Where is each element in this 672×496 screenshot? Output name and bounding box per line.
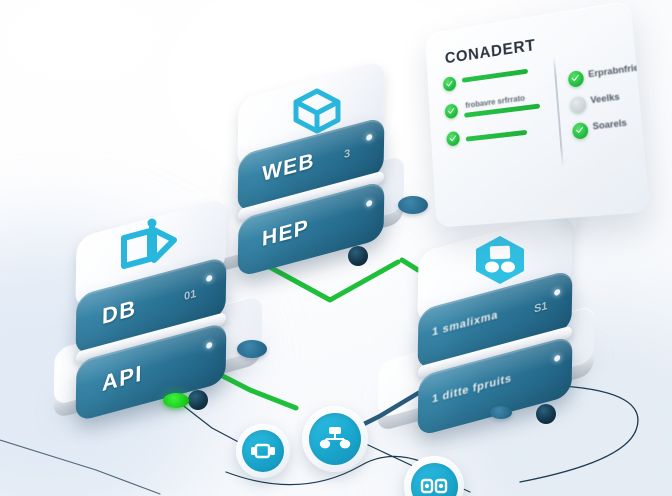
- status-card[interactable]: CONADERT frobavre srfrrato Erprabnfrief: [424, 0, 651, 228]
- cube-icon: [290, 86, 344, 141]
- database-flag-icon: [116, 218, 178, 279]
- node-center-lower-label: HEP: [261, 215, 310, 252]
- node-left-disc: [237, 340, 267, 358]
- node-center-led-lower: [366, 199, 373, 208]
- card-divider: [552, 56, 564, 168]
- node-center-number: 3: [343, 147, 351, 162]
- node-left-number: 01: [183, 287, 197, 304]
- check-icon: [446, 130, 461, 147]
- network-switch-icon: [251, 443, 275, 459]
- hex-container-icon: [472, 234, 528, 291]
- node-center-port: [348, 246, 368, 266]
- hub-center[interactable]: [302, 406, 368, 472]
- node-left-port: [188, 390, 208, 410]
- node-right-lower-label: 1 ditte fpruits: [431, 372, 512, 406]
- node-center-led-upper: [366, 133, 373, 142]
- node-center-upper-label: WEB: [261, 148, 316, 187]
- link-hub-left-to-left-platform: [175, 399, 247, 447]
- progress-bar: [461, 68, 529, 83]
- link-bottom-left-tail: [0, 439, 161, 495]
- card-right-label: Soarels: [592, 117, 628, 133]
- link-center-to-right-node: [399, 257, 421, 273]
- node-right-number: S1: [533, 299, 548, 316]
- check-icon: [567, 69, 585, 88]
- node-right-disc: [490, 406, 512, 419]
- hub-left[interactable]: [236, 424, 290, 478]
- progress-bar: [465, 129, 528, 142]
- node-right-led-upper: [554, 288, 561, 297]
- status-dot-left-platform: [163, 393, 189, 408]
- node-left-led-upper: [206, 274, 213, 283]
- pending-icon: [569, 95, 587, 114]
- check-icon: [442, 76, 457, 92]
- card-right-column: Erprabnfrief Veelks Soarels: [567, 61, 643, 148]
- node-right-led-lower: [554, 354, 561, 363]
- node-right-upper-label: 1 smalixma: [431, 309, 499, 339]
- node-left-led-lower: [206, 341, 213, 350]
- card-title: CONADERT: [444, 35, 537, 68]
- node-left-lower-label: API: [101, 360, 143, 397]
- hub-center-ring: [309, 413, 361, 465]
- card-left-column: frobavre srfrrato: [442, 62, 549, 158]
- check-icon: [571, 121, 589, 140]
- node-left-upper-label: DB: [101, 294, 137, 330]
- hub-left-ring: [242, 430, 284, 472]
- card-right-label: Veelks: [590, 91, 621, 107]
- check-icon: [444, 103, 459, 120]
- nodes-group-icon: [420, 478, 448, 494]
- node-center-disc: [398, 196, 428, 214]
- node-right-port: [536, 404, 556, 424]
- card-right-label: Erprabnfrief: [587, 61, 643, 81]
- hub-bottom-ring: [410, 462, 458, 496]
- load-balancer-icon: [319, 427, 351, 449]
- hub-bottom[interactable]: [404, 456, 464, 496]
